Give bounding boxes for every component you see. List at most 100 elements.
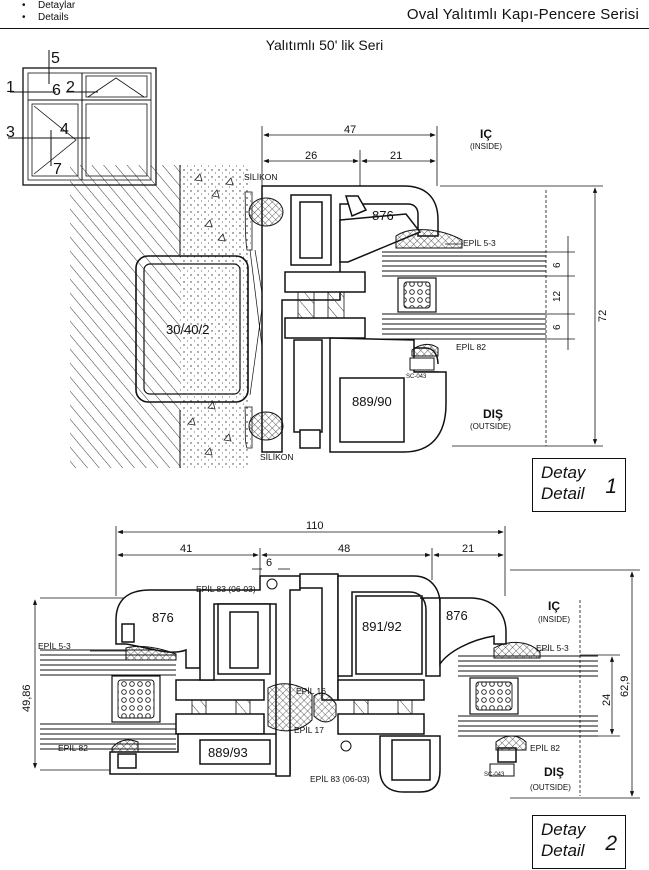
detail1-sash-arm [339, 213, 422, 263]
detail2-profile-876-right: 876 [446, 608, 468, 623]
detail1-wall-hatch [70, 165, 180, 468]
detail2-right-sash-876 [420, 597, 507, 667]
detail1-label-inside: (INSIDE) [470, 142, 502, 151]
detail2-caption-number: 2 [605, 832, 617, 855]
detail2-gasket-epil-83-bottom [340, 740, 352, 752]
detail2-label-epil-5-3-left: EPİL 5-3 [38, 641, 71, 651]
header-bullet-1: Detaylar [22, 0, 75, 12]
key-plan-left-opening [33, 105, 77, 175]
detail2-gasket-epil-82-left [111, 739, 139, 753]
detail1-label-silikon-top: SİLİKON [244, 172, 278, 182]
detail2-gasket-epil-16-17 [267, 683, 313, 732]
detail1-label-outside: (OUTSIDE) [470, 422, 511, 431]
key-plan-top-sash [85, 75, 148, 98]
detail2-thermal-barriers [191, 699, 413, 715]
detail1-dim-21: 21 [390, 150, 402, 162]
detail1-frame-profile [261, 185, 447, 453]
detail1-profile-889-90: 889/90 [352, 394, 392, 409]
detail2-dimensions [32, 526, 640, 799]
detail1-caption-detay: Detay [541, 463, 586, 482]
detail1-sash-hook [344, 195, 368, 218]
header-bullet-2: Details [22, 12, 75, 24]
detail2-gasket-epil-5-3-left [125, 645, 177, 661]
detail1-label-epil-82: EPİL 82 [456, 342, 486, 352]
detail1-seals [248, 197, 463, 441]
detail2-gasket-sc-043 [489, 763, 515, 777]
detail2-label-epil-17: EPİL 17 [294, 725, 324, 735]
detail2-label-epil-82-left: EPİL 82 [58, 743, 88, 753]
key-plan-left-sash [31, 103, 79, 177]
detail2-left-break-top [175, 679, 265, 701]
detail1-plaster-zone [180, 165, 250, 468]
detail1-profile-876: 876 [372, 208, 394, 223]
detail2-right-sash-891-92 [337, 575, 441, 677]
detail1-label-dis: DIŞ [483, 407, 503, 421]
detail1-tube-outer [135, 255, 249, 403]
detail1-tube-inner [143, 263, 241, 395]
detail1-gasket-sc-043 [409, 357, 435, 371]
detail1-frame-chamber-top-inner [299, 201, 323, 259]
detail1-dim-26: 26 [305, 150, 317, 162]
detail2-label-ic: IÇ [548, 599, 560, 613]
detail2-mullion-left [199, 575, 301, 777]
detail1-gasket-epil-82 [411, 343, 439, 357]
detail1-dim-6-bottom: 6 [552, 324, 563, 330]
detail1-dim-6-top: 6 [552, 262, 563, 268]
detail2-glass-right [458, 655, 598, 737]
key-label-4: 4 [60, 121, 69, 138]
detail2-gasket-epil-5-3-right [493, 642, 541, 659]
detail1-frame-chamber-bottom [293, 339, 323, 433]
header-divider [0, 28, 649, 29]
detail2-label-sc-043: SC-043 [484, 772, 505, 778]
detail2-right-break-bottom [337, 713, 425, 735]
detail2-caption-box: Detay Detail 2 [532, 815, 626, 869]
detail2-dim-49-86: 49,86 [21, 684, 33, 712]
detail2-center-post [299, 573, 339, 701]
key-label-7: 7 [53, 161, 62, 178]
key-label-1: 1 [6, 79, 15, 96]
detail1-caption-detail: Detail [541, 484, 585, 503]
detail2-label-dis: DIŞ [544, 765, 564, 779]
detail2-left-break-bottom [175, 713, 265, 735]
detail1-silicone-seal-top [248, 197, 284, 227]
header-bullet-list: Detaylar Details [22, 0, 75, 24]
detail1-caption-box: Detay Detail 1 [532, 458, 626, 512]
detail1-dim-47: 47 [344, 124, 356, 136]
key-label-5: 5 [51, 50, 60, 67]
detail1-dimensions [261, 126, 603, 447]
detail1-steel-tube [135, 255, 249, 403]
page-subtitle: Yalıtımlı 50' lik Seri [265, 37, 384, 53]
detail2-profile-876-left: 876 [152, 610, 174, 625]
detail1-label-ic: IÇ [480, 127, 492, 141]
detail2-dim-110: 110 [306, 520, 324, 532]
detail2-glass-left [40, 649, 176, 750]
series-title: Oval Yalıtımlı Kapı-Pencere Serisi [406, 6, 639, 23]
detail2-right-sash [337, 575, 517, 793]
key-label-2: 2 [66, 79, 75, 96]
detail2-mullion [199, 573, 339, 777]
detail1-thermal-barrier-hatch [297, 291, 345, 319]
detail2-right-break-top [337, 679, 425, 701]
detail1-dim-72: 72 [597, 310, 609, 322]
detail2-right-sash-chamber [355, 595, 423, 675]
detail1-label-sc-043: SC-043 [406, 374, 427, 380]
detail2-profile-889-93: 889/93 [208, 745, 248, 760]
detail2-label-inside: (INSIDE) [538, 615, 570, 624]
detail2-profile-889-93-box [199, 739, 271, 765]
detail2-left-sash [109, 589, 291, 775]
detail1-silicone-seal-bottom [248, 411, 284, 441]
detail2-dim-62-9: 62,9 [619, 676, 631, 697]
detail1-wall [70, 165, 269, 468]
detail2-label-epil-16: EPİL 16 [296, 686, 326, 696]
key-plan [8, 50, 157, 186]
detail1-thermal-break-bottom [284, 317, 366, 339]
detail1-thermal-break-top [284, 271, 366, 293]
detail1-label-epil-5-3: EPİL 5-3 [463, 238, 496, 248]
detail2-label-epil-83-bottom: EPİL 83 (06-03) [310, 774, 370, 784]
detail2-dim-21: 21 [462, 543, 474, 555]
detail2-profile-891-92: 891/92 [362, 619, 402, 634]
detail2-gasket-epil-83-top [266, 578, 278, 590]
detail2-gasket-epil-82-right [495, 735, 527, 751]
key-plan-top-opening [87, 77, 145, 98]
detail2-dim-24: 24 [601, 694, 613, 706]
